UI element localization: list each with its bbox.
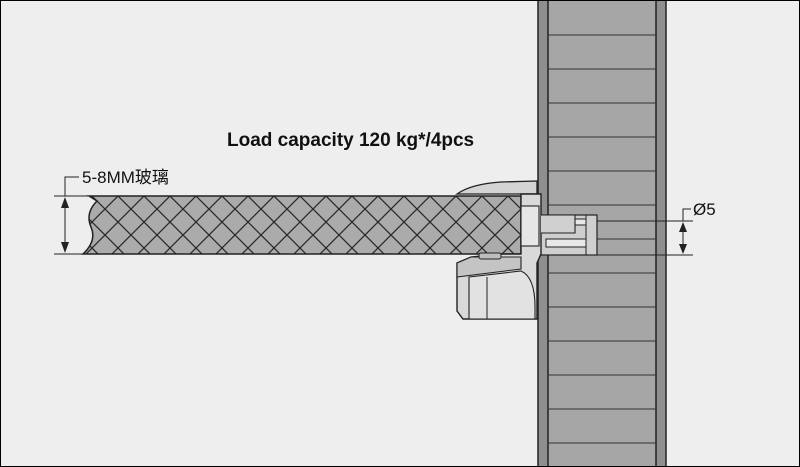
pin-diameter-label: Ø5 xyxy=(693,200,716,219)
load-capacity-label: Load capacity 120 kg*/4pcs xyxy=(227,130,474,151)
bracket-body xyxy=(456,193,576,320)
glass-thickness-label: 5-8MM玻璃 xyxy=(82,168,169,187)
pin-diameter-dimension xyxy=(597,208,693,256)
bracket-top-cap xyxy=(454,180,538,195)
glass-thickness-dimension xyxy=(54,176,89,255)
glass-panel xyxy=(81,195,522,255)
